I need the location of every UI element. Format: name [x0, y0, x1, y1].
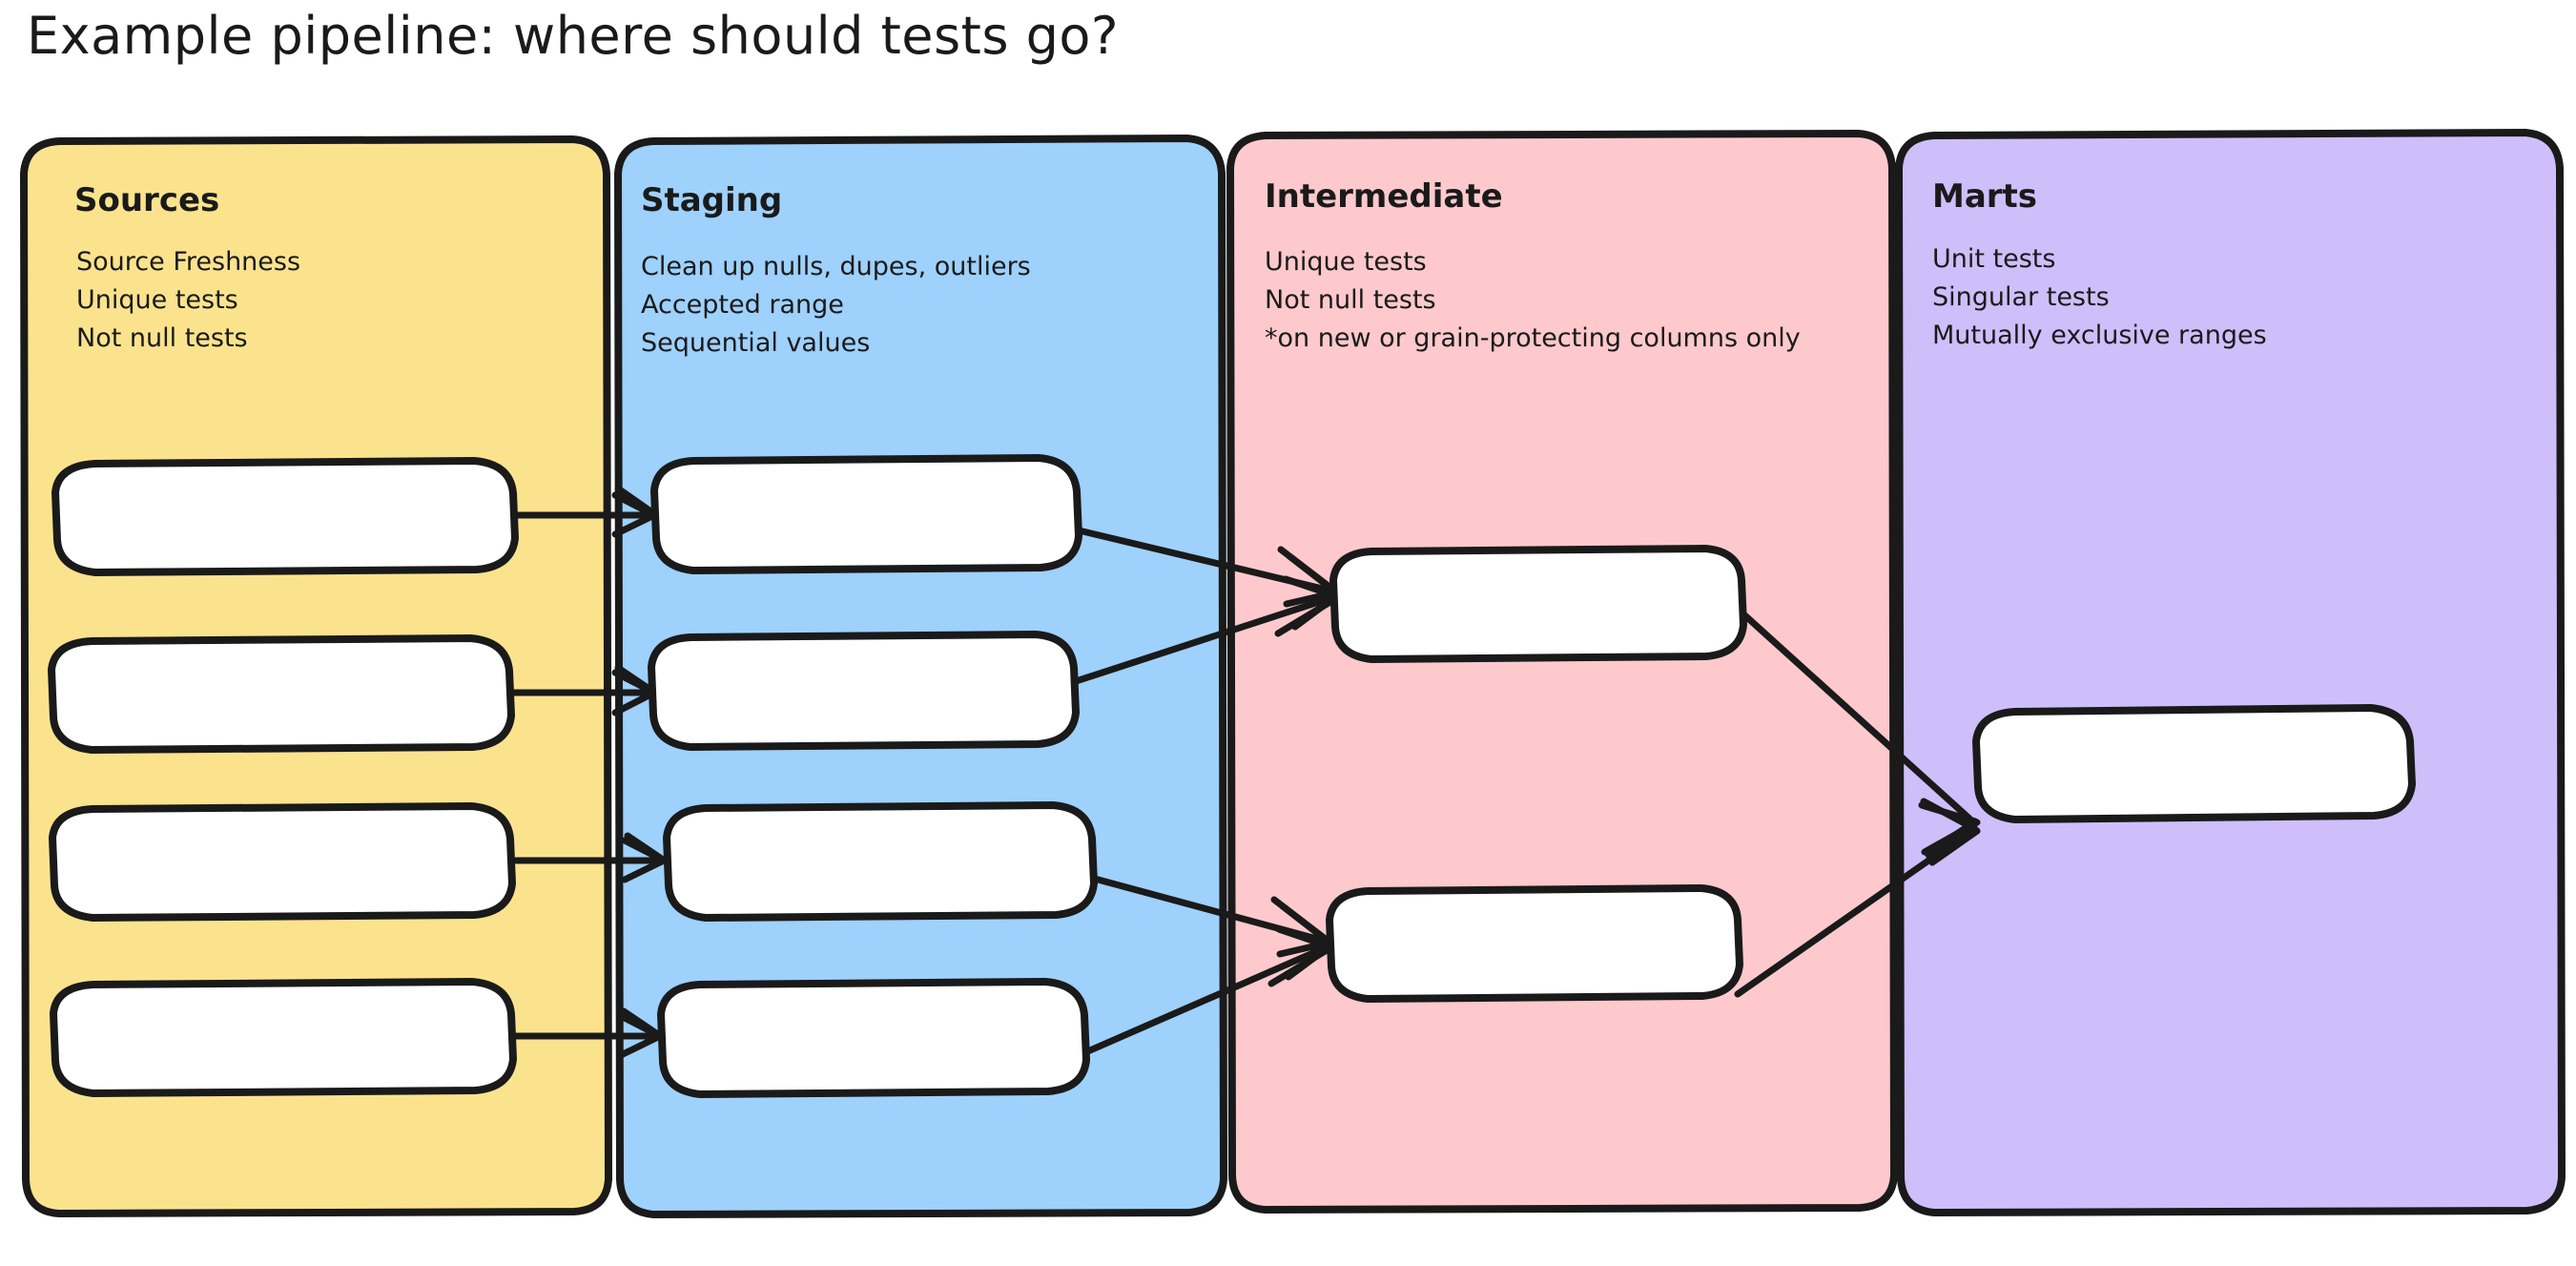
lane-label-intermediate: Intermediate — [1265, 177, 1503, 216]
lane-notes-sources: Source Freshness Unique tests Not null t… — [76, 243, 300, 358]
lane-note: *on new or grain-protecting columns only — [1265, 323, 1801, 353]
lane-label-marts: Marts — [1932, 177, 2038, 216]
lane-label-staging: Staging — [641, 181, 783, 219]
lane-note: Accepted range — [641, 290, 844, 320]
sources-node-4[interactable] — [50, 978, 517, 1097]
marts-node-1[interactable] — [1972, 704, 2416, 823]
sources-node-3[interactable] — [49, 802, 516, 922]
intermediate-node-1[interactable] — [1329, 545, 1747, 663]
edge-intermediate-2-to-marts-1 — [1734, 798, 1981, 998]
lane-note: Singular tests — [1932, 282, 2110, 312]
staging-node-2[interactable] — [648, 631, 1080, 751]
lane-note: Clean up nulls, dupes, outliers — [641, 252, 1031, 281]
lane-marts-panel — [1895, 129, 2566, 1216]
lane-note: Unit tests — [1932, 244, 2056, 274]
lane-note: Not null tests — [1265, 285, 1436, 315]
sources-node-2[interactable] — [48, 634, 515, 754]
intermediate-node-2[interactable] — [1326, 884, 1743, 1003]
sources-node-1[interactable] — [52, 457, 519, 576]
staging-node-4[interactable] — [657, 978, 1090, 1098]
edge-layer — [506, 485, 1981, 1059]
lane-notes-staging: Clean up nulls, dupes, outliers Accepted… — [641, 248, 1031, 363]
staging-node-1[interactable] — [650, 454, 1082, 574]
lane-note: Unique tests — [76, 285, 238, 315]
lane-label-sources: Sources — [74, 181, 220, 219]
page-title: Example pipeline: where should tests go? — [27, 6, 1120, 66]
staging-node-3[interactable] — [663, 801, 1098, 922]
lane-notes-intermediate: Unique tests Not null tests *on new or g… — [1265, 243, 1801, 358]
lane-note: Mutually exclusive ranges — [1932, 321, 2267, 350]
lane-note: Not null tests — [76, 323, 248, 353]
lane-note: Unique tests — [1265, 247, 1427, 277]
lane-notes-marts: Unit tests Singular tests Mutually exclu… — [1932, 240, 2267, 355]
lane-marts[interactable] — [1895, 129, 2566, 1216]
lane-note: Source Freshness — [76, 247, 301, 277]
lane-note: Sequential values — [641, 328, 871, 358]
